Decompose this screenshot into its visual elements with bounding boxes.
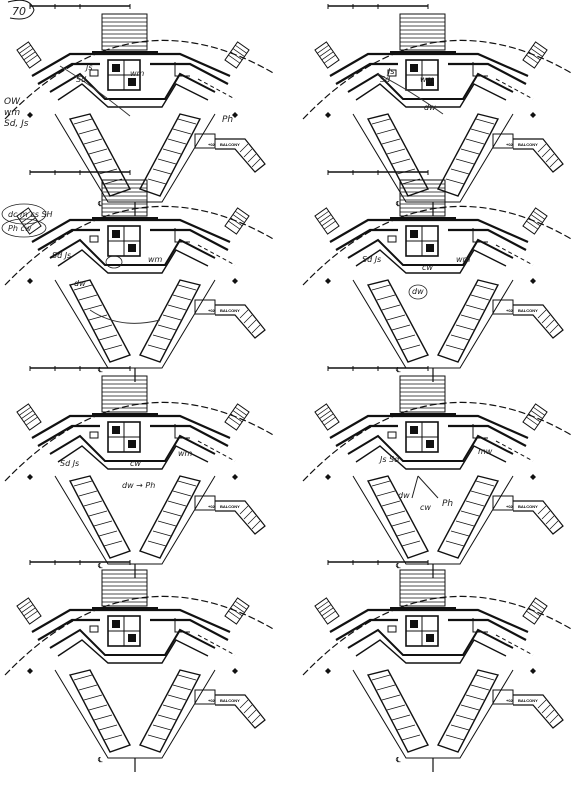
handwritten-note: cw (422, 263, 433, 272)
handwritten-note: wm (178, 449, 193, 458)
centerline-label: ℄ (395, 367, 401, 374)
floor-plan-panel-4: ℄ +02 BALCONY Sd Js cw wm dw (301, 168, 575, 384)
handwritten-note: Ph (222, 115, 233, 125)
page-number: 70 (12, 5, 26, 18)
balcony-label: BALCONY (220, 698, 240, 703)
balcony-code: +02 (506, 698, 514, 703)
handwritten-note: cw (420, 503, 431, 512)
centerline-label: ℄ (97, 757, 103, 764)
balcony-code: +02 (208, 308, 216, 313)
handwritten-note: dw (424, 103, 436, 112)
balcony-label: BALCONY (220, 308, 240, 313)
handwritten-note: Ph cw (8, 224, 32, 233)
balcony-code: +02 (208, 698, 216, 703)
note-circle (1, 218, 47, 238)
note-circle (1, 203, 47, 225)
balcony-label: BALCONY (518, 142, 538, 147)
centerline-label: ℄ (395, 757, 401, 764)
handwritten-note: wm (4, 108, 20, 118)
balcony-label: BALCONY (518, 308, 538, 313)
balcony-code: +02 (506, 308, 514, 313)
handwritten-note: Js (386, 67, 395, 76)
note-circle (105, 255, 123, 269)
floor-plan-panel-8: ℄ +02 BALCONY (301, 558, 575, 774)
handwritten-note: OW (4, 97, 21, 107)
handwritten-note: dw → Ph (122, 481, 155, 490)
handwritten-note: Sd, Js (4, 119, 29, 129)
balcony-label: BALCONY (220, 504, 240, 509)
handwritten-note: dw (398, 491, 410, 500)
handwritten-note: Sd Js (362, 255, 381, 264)
handwritten-note: wm (148, 255, 163, 264)
handwritten-note: dw (412, 287, 424, 296)
balcony-label: BALCONY (518, 698, 538, 703)
centerline-label: ℄ (97, 563, 103, 570)
balcony-label: BALCONY (220, 142, 240, 147)
centerline-label: ℄ (395, 563, 401, 570)
balcony-code: +02 (208, 142, 216, 147)
handwritten-note: Js Sd (378, 455, 400, 464)
balcony-code: +02 (208, 504, 216, 509)
handwritten-note: Sd (380, 75, 391, 84)
handwritten-note: Sd Js (52, 251, 71, 260)
handwritten-note: cw (130, 459, 141, 468)
balcony-label: BALCONY (518, 504, 538, 509)
centerline-label: ℄ (97, 367, 103, 374)
annotation-arrow (411, 475, 439, 499)
handwritten-note: dw (74, 279, 86, 288)
page-number-circle (7, 0, 35, 20)
handwritten-note: Ph (442, 499, 453, 509)
floor-plan-panel-5: ℄ +02 BALCONY Sd Js cw wm dw → Ph (3, 364, 277, 580)
balcony-code: +02 (506, 504, 514, 509)
floor-plan-panel-1: ℄ +02 BALCONY OW wm Sd, Js Js Sd wm Ph (3, 2, 277, 218)
annotation-arrow (59, 65, 131, 117)
note-circle (408, 284, 428, 300)
handwritten-note: wm (130, 69, 145, 78)
handwritten-note: mw (478, 447, 493, 456)
annotation-arrow (377, 73, 444, 115)
handwritten-note: Sd (76, 75, 87, 84)
floor-plan-panel-7: ℄ +02 BALCONY (3, 558, 277, 774)
handwritten-note: wm (456, 255, 471, 264)
handwritten-note: Js (84, 63, 93, 72)
handwritten-note: wm (420, 75, 435, 84)
handwritten-note: Sd Js (60, 459, 79, 468)
centerline-label: ℄ (97, 201, 103, 208)
annotation-arrow (89, 309, 161, 324)
balcony-code: +02 (506, 142, 514, 147)
centerline-label: ℄ (395, 201, 401, 208)
floor-plan-panel-3: ℄ +02 BALCONY dc m cs SH Ph cw Sd Js wm … (1, 168, 277, 384)
floor-plan-panel-2: ℄ +02 BALCONY Js Sd wm dw (301, 2, 575, 218)
floor-plan-panel-6: ℄ +02 BALCONY Js Sd mw dw cw Ph (301, 364, 575, 580)
handwritten-note: dc m cs SH (8, 210, 53, 219)
